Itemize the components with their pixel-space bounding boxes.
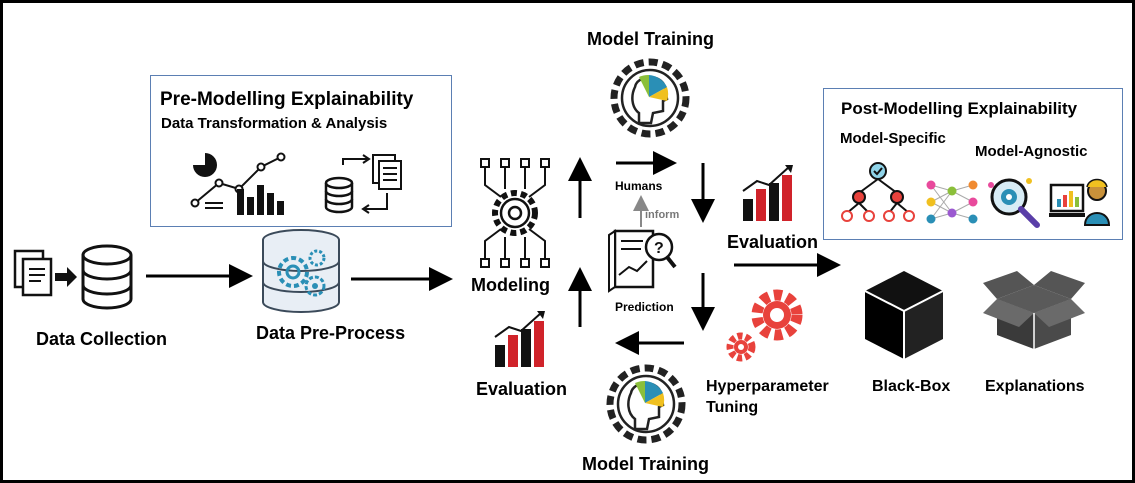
svg-text:?: ? [654,240,664,257]
flow-arrows [146,151,841,355]
model-training-top-icon [610,58,690,138]
data-collection-icon [13,244,133,310]
prediction-document-icon: ? [608,229,677,293]
neural-network-icon [926,180,978,224]
model-agnostic-label: Model-Agnostic [975,143,1088,160]
evaluation-left-label: Evaluation [476,379,568,399]
bar-chart-icon [237,185,284,215]
model-training-top-label: Model Training [587,29,715,49]
pre-modelling-box [150,75,452,227]
humans-label: Humans [615,179,663,193]
data-preprocess-label: Data Pre-Process [256,323,406,343]
model-specific-label: Model-Specific [840,130,946,147]
black-box-cube-icon [864,271,944,359]
hyperparameter-label-line2: Tuning [706,399,759,416]
decision-tree-icon [841,162,915,222]
data-preprocess-icon [262,229,340,313]
modeling-gear-network-icon [480,158,550,268]
data-collection-label: Data Collection [36,329,168,349]
open-box-icon [983,271,1085,349]
modeling-label: Modeling [471,275,550,295]
explanations-label: Explanations [985,378,1085,395]
model-training-bottom-icon [606,364,686,444]
person-dashboard-icon [1049,178,1111,226]
model-training-bottom-label: Model Training [582,454,710,474]
magnifier-analysis-icon [988,178,1040,228]
inform-label: inform [645,209,680,221]
data-transform-icon [324,154,402,214]
prediction-label: Prediction [615,300,674,314]
pre-modelling-title: Pre-Modelling Explainability [160,89,414,110]
pre-modelling-subtitle: Data Transformation & Analysis [161,115,388,132]
post-modelling-title: Post-Modelling Explainability [841,99,1078,118]
evaluation-right-label: Evaluation [727,232,819,252]
evaluation-left-chart-icon [494,311,545,367]
pie-chart-icon [193,153,217,177]
evaluation-right-chart-icon [742,165,793,221]
black-box-label: Black-Box [872,378,951,395]
hyperparameter-gears-icon [726,289,803,362]
hyperparameter-label-line1: Hyperparameter [706,378,829,395]
